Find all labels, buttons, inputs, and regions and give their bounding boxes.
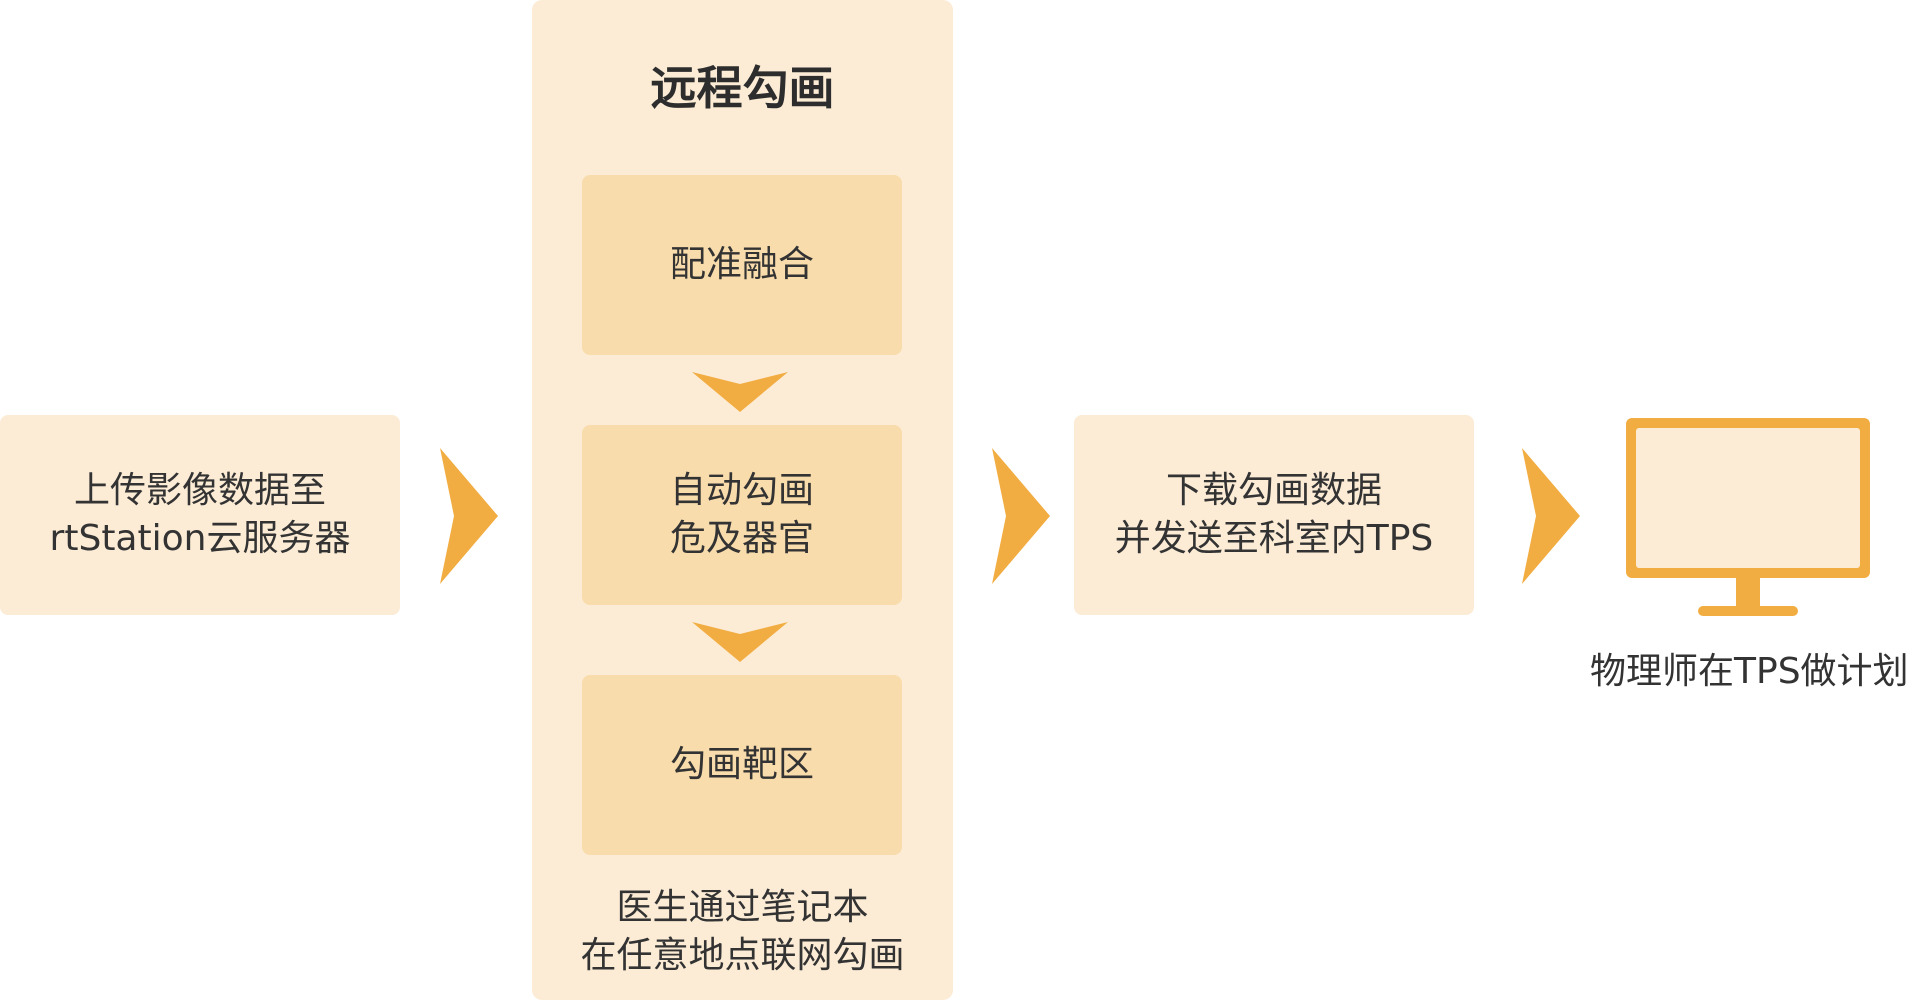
- remote-note-line-1: 医生通过笔记本: [616, 887, 869, 928]
- chevron-down-icon: [692, 622, 788, 662]
- upload-step-line-2: rtStation云服务器: [49, 518, 351, 559]
- substep-registration-label: 配准融合: [669, 244, 814, 285]
- remote-contouring-note: 医生通过笔记本 在任意地点联网勾画: [532, 884, 953, 980]
- remote-note-line-2: 在任意地点联网勾画: [580, 935, 905, 976]
- chevron-right-icon: [992, 448, 1050, 584]
- remote-contouring-title: 远程勾画: [650, 61, 835, 115]
- download-step-line-1: 下载勾画数据: [1165, 470, 1382, 511]
- chevron-down-icon: [692, 372, 788, 412]
- upload-step-box: 上传影像数据至 rtStation云服务器: [0, 415, 400, 615]
- download-step-box: 下载勾画数据 并发送至科室内TPS: [1074, 415, 1474, 615]
- monitor-icon: [1626, 418, 1870, 616]
- download-step-line-2: 并发送至科室内TPS: [1114, 518, 1434, 559]
- substep-target-label: 勾画靶区: [669, 744, 814, 785]
- chevron-right-icon: [1522, 448, 1580, 584]
- tps-caption: 物理师在TPS做计划: [1590, 651, 1909, 692]
- substep-auto-oar-line-2: 危及器官: [669, 518, 814, 559]
- substep-target-box: 勾画靶区: [582, 675, 902, 855]
- chevron-right-icon: [440, 448, 498, 584]
- substep-auto-oar-line-1: 自动勾画: [669, 470, 814, 511]
- substep-registration-box: 配准融合: [582, 175, 902, 355]
- substep-auto-oar-box: 自动勾画 危及器官: [582, 425, 902, 605]
- upload-step-line-1: 上传影像数据至: [73, 470, 326, 511]
